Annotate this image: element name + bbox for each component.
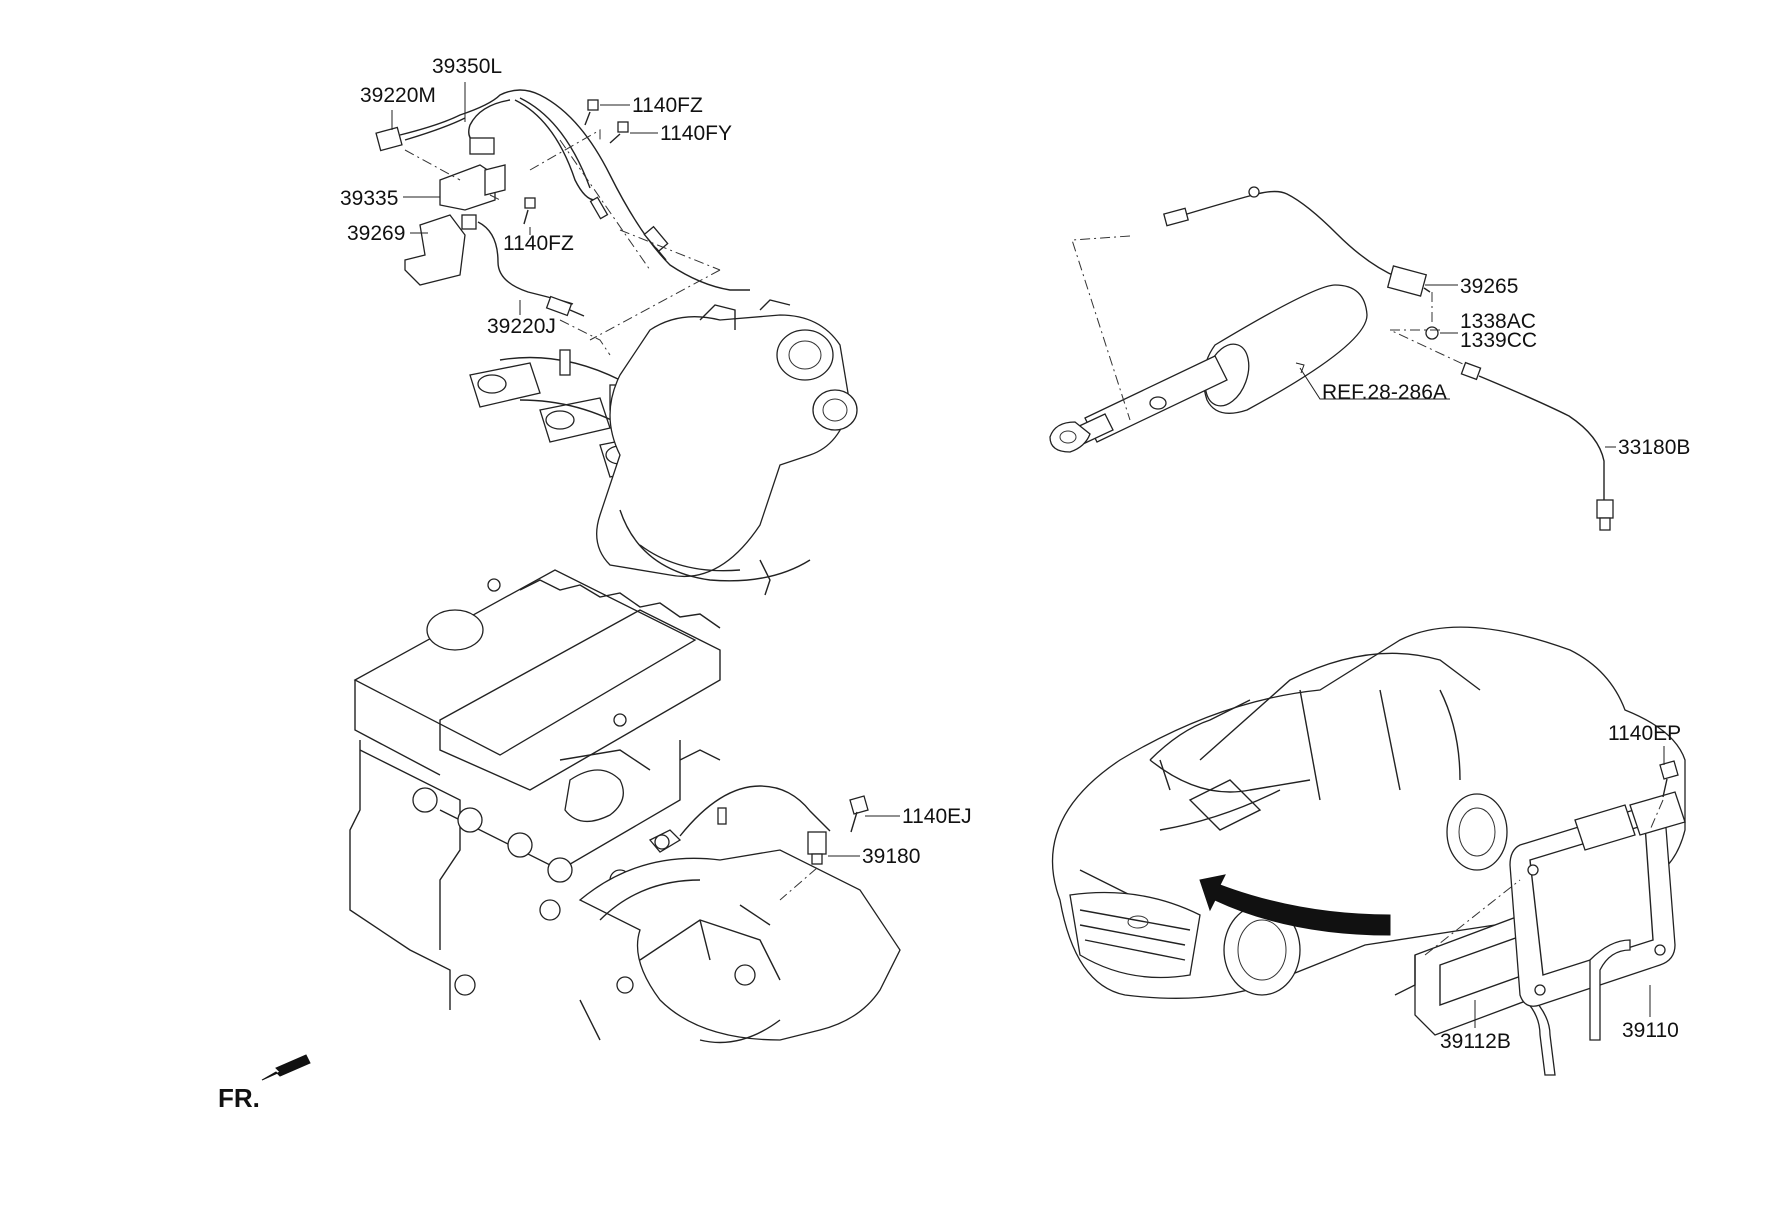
label-39269[interactable]: 39269 (347, 222, 428, 245)
bolt-1140fz-a (584, 99, 599, 126)
sensor-39180-drawing (648, 785, 869, 901)
svg-text:1339CC: 1339CC (1460, 329, 1537, 352)
svg-text:1140EP: 1140EP (1608, 722, 1681, 745)
svg-text:FR.: FR. (218, 1083, 260, 1113)
front-direction-indicator: FR. (218, 1054, 311, 1113)
location-arrow-icon (1199, 874, 1391, 936)
svg-text:39350L: 39350L (432, 55, 502, 78)
svg-text:39110: 39110 (1622, 1019, 1679, 1042)
svg-text:39335: 39335 (340, 187, 398, 210)
label-39112b[interactable]: 39112B (1440, 1000, 1511, 1053)
label-1140fz-a[interactable]: 1140FZ (600, 94, 703, 117)
label-33180b[interactable]: 33180B (1605, 436, 1690, 459)
label-ref-28-286a[interactable]: REF.28-286A (1295, 362, 1450, 404)
label-39220m[interactable]: 39220M (360, 84, 436, 130)
exhaust-manifold-turbo-drawing (469, 299, 858, 596)
label-39350l[interactable]: 39350L (432, 55, 502, 122)
label-1140fy[interactable]: 1140FY (630, 122, 732, 145)
label-1338ac[interactable]: 1338AC (1440, 310, 1536, 334)
engine-block-drawing (349, 569, 901, 1044)
svg-text:39265: 39265 (1460, 275, 1518, 298)
svg-text:REF.28-286A: REF.28-286A (1322, 381, 1447, 404)
svg-text:1140EJ: 1140EJ (902, 805, 972, 828)
label-1140ep[interactable]: 1140EP (1608, 722, 1681, 765)
svg-text:1338AC: 1338AC (1460, 310, 1536, 333)
label-39335[interactable]: 39335 (340, 187, 440, 210)
front-arrow-icon (261, 1054, 311, 1081)
label-1140ej[interactable]: 1140EJ (865, 805, 972, 828)
bolt-1140fz-b (523, 197, 536, 225)
label-39220j[interactable]: 39220J (487, 300, 556, 338)
nox-sensor-drawing (1071, 186, 1614, 531)
oxygen-sensor-cluster-drawing (375, 89, 750, 356)
svg-text:39269: 39269 (347, 222, 405, 245)
ecu-drawing (1394, 760, 1686, 1076)
svg-text:1140FZ: 1140FZ (503, 232, 574, 255)
label-39180[interactable]: 39180 (828, 845, 920, 868)
muffler-drawing (1049, 284, 1368, 453)
label-1140fz-b[interactable]: 1140FZ (503, 227, 574, 255)
svg-text:33180B: 33180B (1618, 436, 1690, 459)
bolt-1140fy (609, 121, 629, 144)
label-39110[interactable]: 39110 (1622, 985, 1679, 1042)
svg-text:39112B: 39112B (1440, 1030, 1511, 1053)
svg-text:39220M: 39220M (360, 84, 436, 107)
svg-text:39220J: 39220J (487, 315, 556, 338)
svg-text:39180: 39180 (862, 845, 920, 868)
svg-text:1140FZ: 1140FZ (632, 94, 703, 117)
label-39265[interactable]: 39265 (1425, 275, 1518, 298)
label-1339cc[interactable]: 1339CC (1460, 329, 1537, 352)
svg-text:1140FY: 1140FY (660, 122, 732, 145)
